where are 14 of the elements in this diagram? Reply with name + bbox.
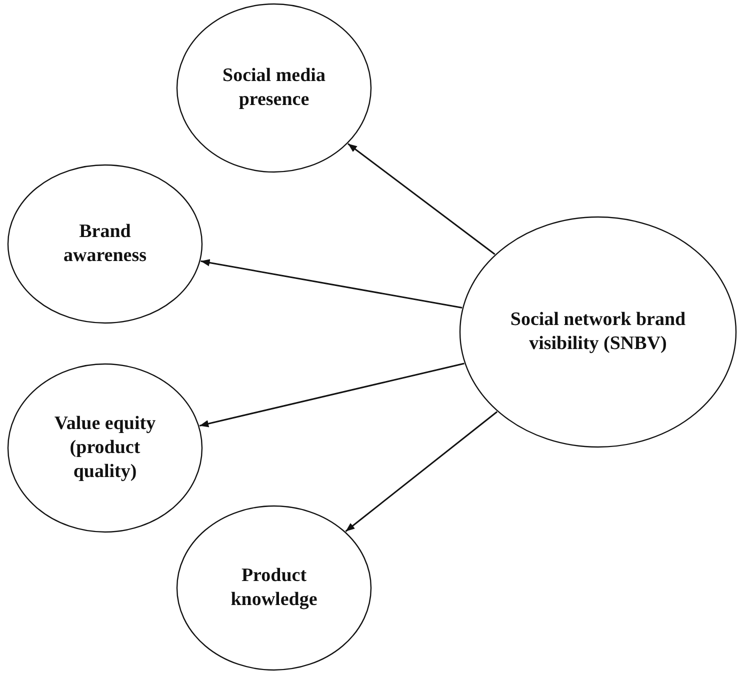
arrow [348,143,496,255]
concept-label: Brand awareness [62,220,148,268]
arrow [345,411,498,532]
concept-ellipse [7,363,203,533]
concept-ellipse [176,3,372,173]
arrow [199,362,464,428]
concept-label: Social network brand visibility (SNBV) [509,308,687,356]
concept-label: Product knowledge [230,564,318,612]
arrow [200,259,462,308]
concept-label: Social media presence [222,64,326,112]
concept-ellipse [7,164,203,324]
concept-ellipse [459,216,737,448]
concept-label: Value equity (product quality) [53,412,157,484]
concept-ellipse [176,505,372,671]
